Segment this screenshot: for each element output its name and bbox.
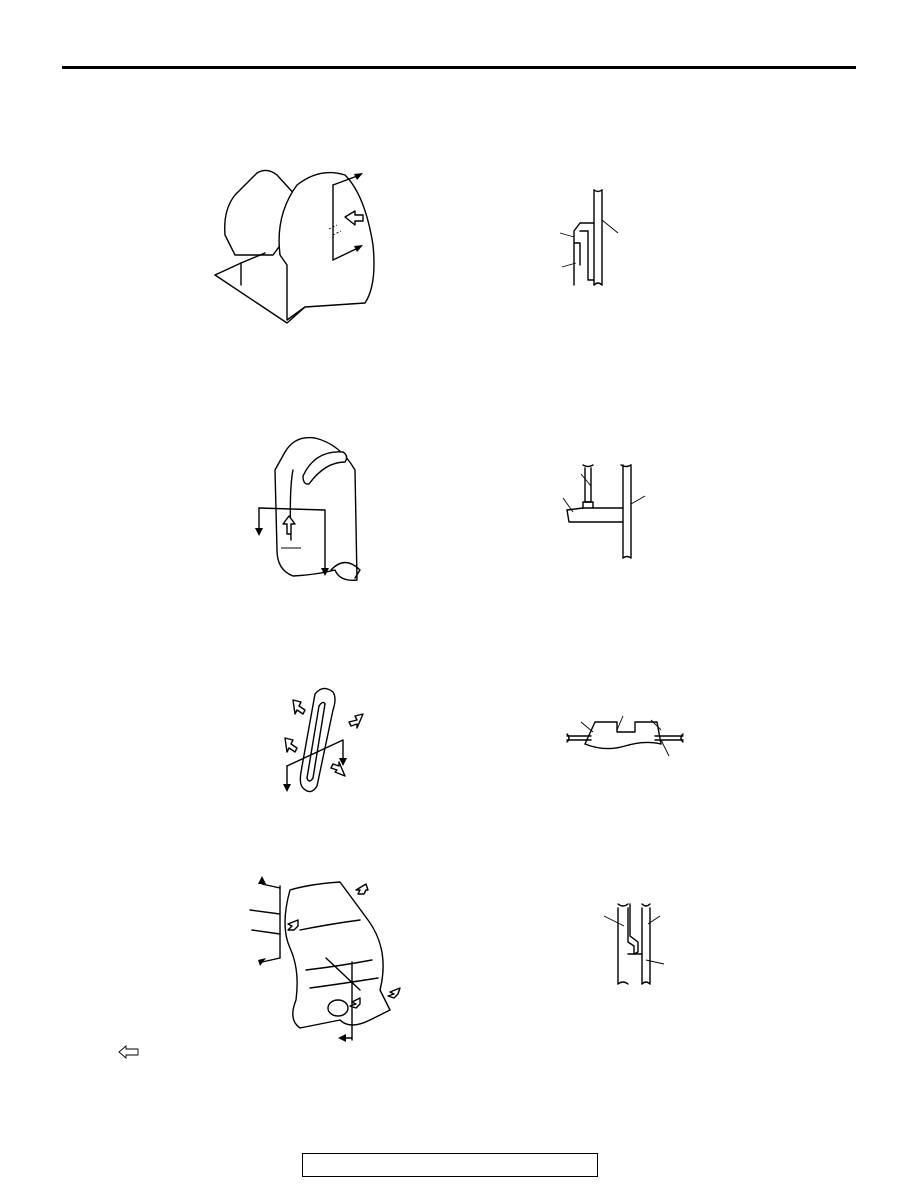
- claw-section-illustration: [565, 710, 685, 770]
- tab-section-illustration: [598, 900, 678, 990]
- bracket-cover-clips-illustration: [240, 870, 420, 1055]
- clip-section-illustration: [550, 185, 650, 295]
- hollow-arrow-icon: [118, 1045, 139, 1059]
- footer-box: [302, 1153, 598, 1177]
- garnish-removal-illustration: [245, 430, 375, 595]
- cover-clip-removal-illustration: [205, 155, 405, 335]
- trim-piece-clips-illustration: [275, 680, 375, 805]
- hook-section-illustration: [555, 460, 655, 565]
- legend: [118, 1045, 142, 1064]
- header-rule: [62, 66, 856, 69]
